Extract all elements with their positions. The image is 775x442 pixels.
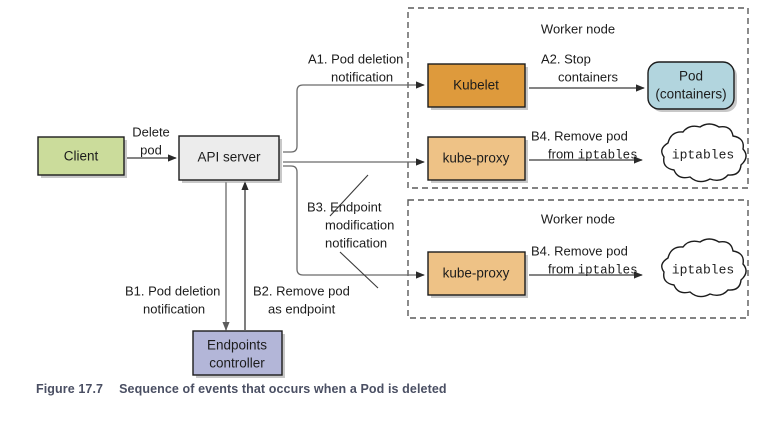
edge-label-b4-bottom-line1: B4. Remove pod (531, 243, 628, 258)
edge-label-a2-line2: containers (558, 69, 618, 84)
node-pod[interactable] (647, 61, 735, 110)
endpoints-controller-label-line1: Endpoints (207, 338, 267, 353)
edge-label-a1-line2: notification (331, 69, 393, 84)
edge-api-server-to-kubelet (283, 81, 425, 153)
edge-label-b4-top-line2: from iptables (548, 146, 638, 162)
b3-leader-line-upper (329, 174, 369, 217)
node-endpoints-controller[interactable] (192, 330, 283, 376)
edge-label-b4-top-mono: iptables (578, 148, 638, 162)
client-label: Client (64, 149, 99, 164)
figure-caption: Figure 17.7 Sequence of events that occur… (36, 382, 736, 396)
edge-label-delete-pod-line2: pod (140, 142, 162, 157)
edge-label-b2-line1: B2. Remove pod (253, 283, 350, 298)
worker-node-1-boundary (407, 7, 749, 189)
node-kube-proxy-1[interactable] (427, 136, 526, 181)
kube-proxy-2-label: kube-proxy (443, 266, 510, 281)
edge-label-b2-line2: as endpoint (268, 301, 336, 316)
edge-label-b4-top-line1: B4. Remove pod (531, 128, 628, 143)
edge-label-b4-bottom-mono: iptables (578, 263, 638, 277)
endpoints-controller-label-line2: controller (209, 356, 265, 371)
edge-label-a1-line1: A1. Pod deletion (308, 51, 403, 66)
node-kubelet[interactable] (427, 63, 526, 108)
pod-label-line1: Pod (679, 69, 703, 84)
figure-number: Figure 17.7 (36, 382, 104, 396)
iptables-2-label: iptables (672, 262, 734, 277)
edge-label-b4-top-prefix: from (548, 146, 578, 161)
node-client[interactable] (37, 136, 125, 176)
b3-leader-line-lower (339, 251, 379, 289)
node-api-server[interactable] (178, 135, 280, 181)
worker-node-1-title: Worker node (541, 21, 615, 36)
worker-node-2-title: Worker node (541, 211, 615, 226)
edge-label-b3-line2: modification (325, 217, 394, 232)
edge-label-a2-line1: A2. Stop (541, 51, 591, 66)
edge-label-b4-bottom-line2: from iptables (548, 261, 638, 277)
edge-label-b1-line1: B1. Pod deletion (125, 283, 220, 298)
edge-api-server-to-kube-proxy-2 (283, 165, 425, 279)
iptables-1-label: iptables (672, 147, 734, 162)
worker-node-2-boundary (407, 199, 749, 319)
kube-proxy-1-label: kube-proxy (443, 151, 510, 166)
kubelet-label: Kubelet (453, 78, 499, 93)
edge-label-b4-bottom-prefix: from (548, 261, 578, 276)
edge-label-b3-line3: notification (325, 235, 387, 250)
node-kube-proxy-2[interactable] (427, 251, 526, 296)
api-server-label: API server (197, 150, 261, 165)
edge-label-b3-line1: B3. Endpoint (307, 199, 382, 214)
edge-label-delete-pod-line1: Delete (132, 124, 170, 139)
pod-label-line2: (containers) (655, 87, 726, 102)
node-iptables-1[interactable]: iptables (661, 123, 747, 183)
figure-caption-text: Sequence of events that occurs when a Po… (119, 382, 447, 396)
edge-label-b1-line2: notification (143, 301, 205, 316)
node-iptables-2[interactable]: iptables (661, 238, 747, 298)
